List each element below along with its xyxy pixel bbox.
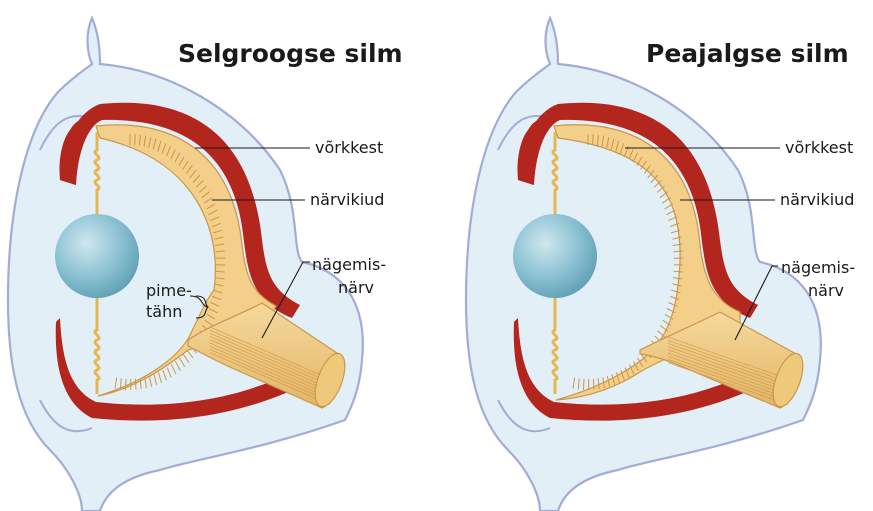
- nerve-fibers-label: närvikiud: [310, 190, 384, 209]
- retina-label: võrkkest: [315, 138, 383, 157]
- photoreceptor-tick: [593, 379, 594, 390]
- optic-nerve-label-line2: närv: [338, 278, 374, 297]
- lens: [513, 214, 597, 298]
- cephalopod-eye-panel: Peajalgse silm võrkkest närvikiud nägemi…: [466, 18, 855, 511]
- photoreceptor-tick: [593, 134, 594, 145]
- panel-title: Peajalgse silm: [646, 39, 849, 68]
- blind-spot-label-line1: pime-: [146, 281, 192, 300]
- optic-nerve-label-line1: nägemis-: [312, 255, 386, 274]
- photoreceptor-tick: [584, 379, 585, 390]
- photoreceptor-tick: [135, 379, 136, 390]
- panel-title: Selgroogse silm: [178, 39, 403, 68]
- blind-spot-label-line2: tähn: [146, 302, 182, 321]
- optic-nerve-label-line2: närv: [808, 281, 844, 300]
- lens: [55, 214, 139, 298]
- optic-nerve-label-line1: nägemis-: [781, 258, 855, 277]
- vertebrate-eye-panel: Selgroogse silm võrkkest närvikiud nägem…: [8, 18, 403, 511]
- retina-label: võrkkest: [785, 138, 853, 157]
- photoreceptor-tick: [126, 379, 127, 390]
- nerve-fibers-label: närvikiud: [780, 190, 854, 209]
- photoreceptor-tick: [135, 134, 136, 145]
